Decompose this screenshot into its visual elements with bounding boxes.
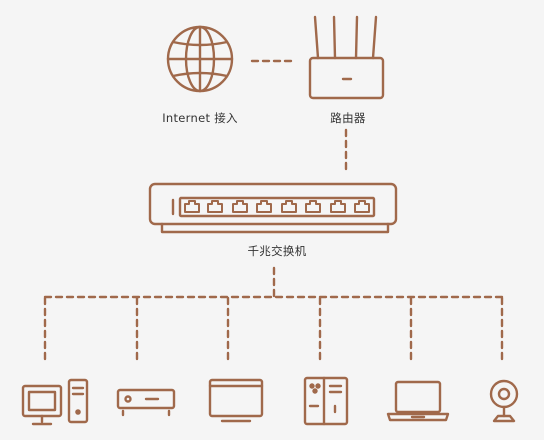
- nas-server-icon: [303, 376, 349, 426]
- switch-label: 千兆交换机: [247, 244, 307, 258]
- internet-label: Internet 接入: [162, 111, 238, 125]
- distribution-links: [43, 266, 504, 366]
- monitor-icon: [208, 378, 264, 423]
- router-label: 路由器: [330, 111, 366, 125]
- router-icon: [308, 15, 385, 100]
- switch-icon: [148, 182, 398, 234]
- desktop-pc-icon: [21, 378, 89, 426]
- webcam-icon: [489, 379, 519, 423]
- set-top-box-icon: [116, 388, 176, 417]
- globe-icon: [166, 25, 234, 93]
- laptop-icon: [386, 380, 450, 422]
